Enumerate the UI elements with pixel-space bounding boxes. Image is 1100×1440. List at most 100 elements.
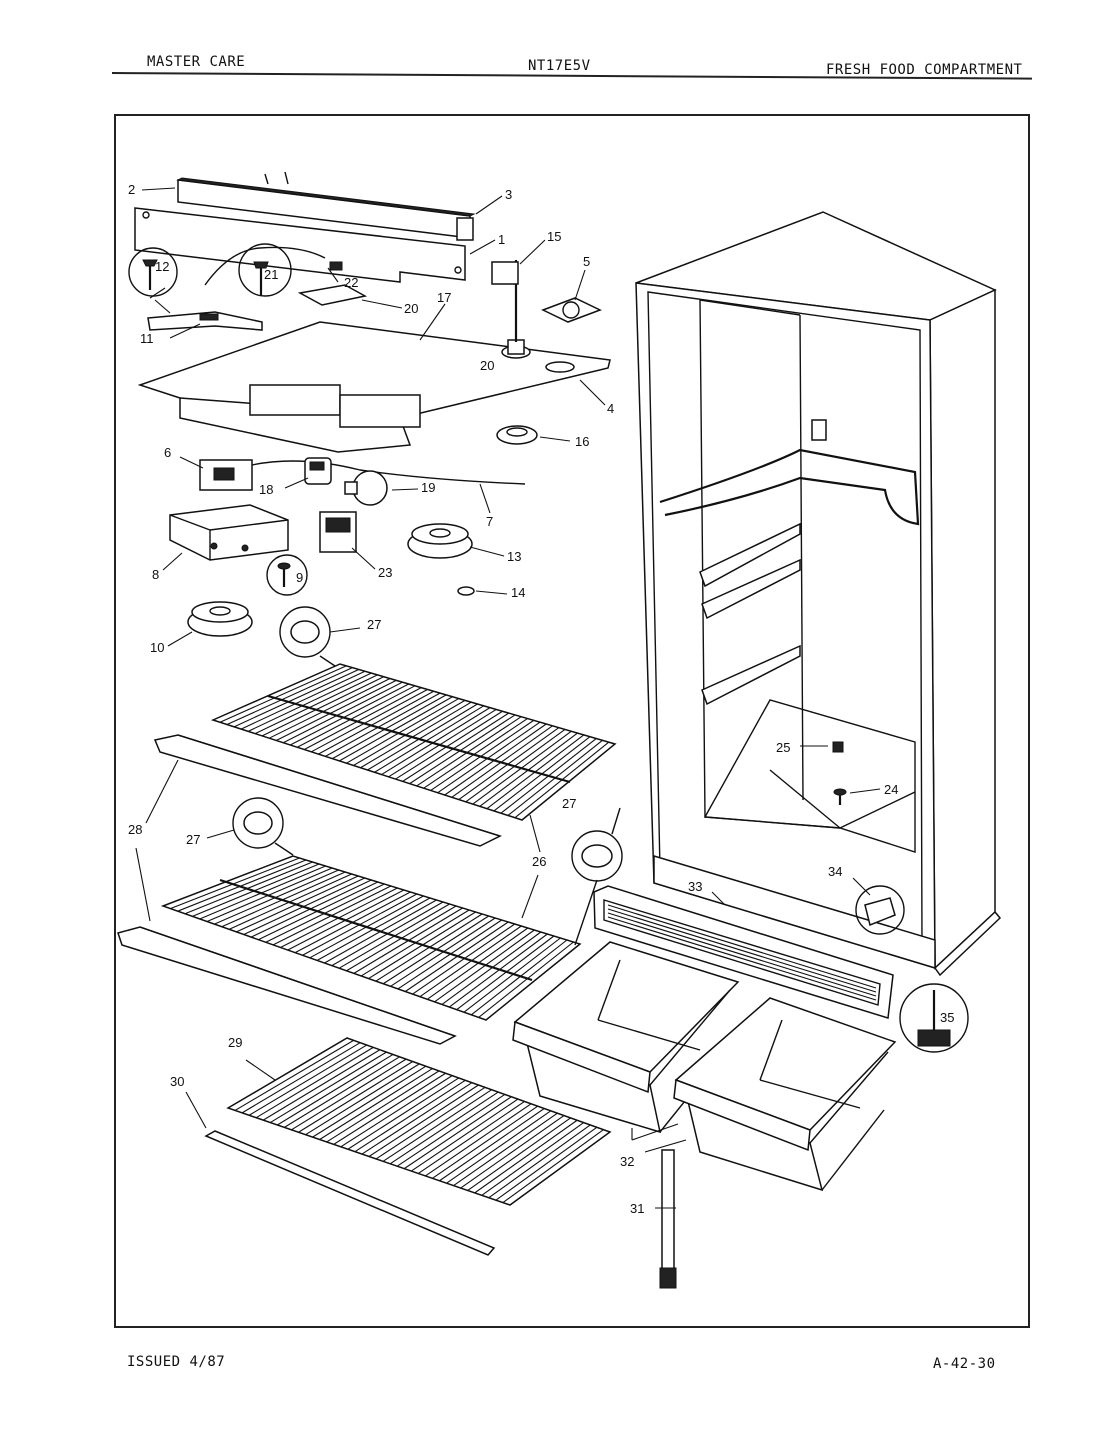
detail-circle-leveling-leg-part-35 — [899, 983, 969, 1053]
grille-slot — [607, 916, 877, 1001]
crisper-cover-glass-shelf — [226, 1037, 612, 1206]
cover-rib — [305, 1063, 420, 1136]
shelf-wire — [268, 678, 391, 739]
clip-part-25 — [832, 741, 844, 753]
callout-35: 35 — [940, 1010, 954, 1025]
callout-21: 21 — [264, 267, 278, 282]
callout-18: 18 — [259, 482, 273, 497]
callout-22: 22 — [344, 275, 358, 290]
shelf-wire — [441, 931, 542, 1005]
knob-part-16 — [496, 425, 538, 445]
shelf-wire — [325, 692, 441, 757]
callout-3: 3 — [505, 187, 512, 202]
callout-11: 11 — [140, 331, 154, 346]
detail-circle-screw-21 — [238, 243, 292, 297]
callout-30: 30 — [170, 1074, 184, 1089]
shelf-wire — [233, 668, 359, 728]
callout-leaders — [135, 187, 881, 1209]
bracket-box-part-8 — [169, 504, 289, 561]
shelf-wire — [247, 672, 372, 732]
shelf-wire — [170, 857, 300, 910]
cover-rib — [439, 1108, 545, 1182]
cover-rib — [248, 1044, 368, 1116]
callout-numbers: 2 3 1 15 5 12 21 22 20 17 20 11 4 16 6 1… — [128, 182, 954, 1216]
switch-part-23 — [319, 511, 357, 553]
callout-15: 15 — [547, 229, 561, 244]
grille-slot — [607, 912, 877, 997]
shelf-wire — [339, 696, 453, 762]
callout-10: 10 — [150, 640, 164, 655]
cover-rib — [361, 1082, 473, 1155]
crisper-pan-left — [512, 941, 740, 1134]
cover-rib — [347, 1077, 460, 1150]
crisper-divider-part-31 — [659, 1149, 677, 1289]
cover-rib — [389, 1091, 499, 1165]
footer-issued-date: ISSUED 4/87 — [127, 1354, 226, 1370]
shelf-wire — [240, 670, 366, 730]
cover-rib — [270, 1051, 387, 1124]
cover-rib — [333, 1072, 446, 1145]
shelf-wire — [434, 929, 535, 1003]
control-panel-assembly — [137, 260, 611, 453]
cover-rib — [375, 1086, 486, 1160]
callout-2: 2 — [128, 182, 135, 197]
cover-rib — [255, 1046, 374, 1119]
shelf-wire — [254, 674, 378, 735]
callout-12: 12 — [155, 259, 169, 274]
grille-slot — [607, 904, 877, 989]
callout-31: 31 — [630, 1201, 644, 1216]
shelf-wire — [395, 710, 503, 780]
callout-9: 9 — [296, 570, 303, 585]
callout-4: 4 — [607, 401, 614, 416]
callout-6: 6 — [164, 445, 171, 460]
shelf-wire — [423, 718, 528, 789]
plate-part-20 — [297, 284, 368, 306]
cover-rib — [481, 1122, 585, 1196]
shelf-wire — [346, 698, 460, 764]
screw-part-24 — [833, 788, 847, 805]
fan-part-5 — [541, 297, 602, 323]
callout-34: 34 — [828, 864, 842, 879]
callout-29: 29 — [228, 1035, 242, 1050]
cover-rib — [410, 1098, 519, 1172]
shelf-wire — [184, 861, 313, 915]
detail-circle-shelf-support-27-mid — [232, 797, 294, 856]
callout-27-mid: 27 — [186, 832, 200, 847]
cover-rib — [368, 1084, 479, 1157]
callout-25: 25 — [776, 740, 790, 755]
detail-circle-hinge-part-34 — [855, 885, 905, 935]
grille-slot — [607, 908, 877, 993]
cover-rib — [277, 1053, 394, 1126]
shelf-wire — [456, 935, 555, 1011]
shelf-wire — [430, 719, 535, 791]
cover-rib — [312, 1065, 427, 1138]
detail-circle-shelf-support-27-top — [279, 606, 339, 669]
thermostat-part-6 — [199, 459, 526, 491]
crisper-pan-right — [673, 997, 897, 1192]
control-housing-bar — [134, 171, 476, 283]
middle-wire-shelf — [160, 855, 582, 1021]
shelf-wire — [381, 707, 491, 776]
cover-rib — [467, 1117, 571, 1191]
cover-rib — [495, 1126, 598, 1201]
shelf-wire — [374, 705, 485, 773]
callout-14: 14 — [511, 585, 525, 600]
header-model-number: NT17E5V — [528, 58, 591, 74]
callout-13: 13 — [507, 549, 521, 564]
shelf-wire — [448, 933, 548, 1008]
callout-20: 20 — [404, 301, 418, 316]
middle-shelf-trim — [117, 926, 457, 1045]
callout-33: 33 — [688, 879, 702, 894]
cover-rib — [432, 1105, 538, 1179]
cover-rib — [382, 1089, 492, 1162]
shelf-wire — [199, 865, 326, 920]
cover-rib — [488, 1124, 591, 1199]
washer-part-14 — [457, 586, 475, 596]
shelf-wire — [275, 679, 397, 741]
callout-27-top: 27 — [367, 617, 381, 632]
cover-rib — [354, 1079, 466, 1153]
shelf-wire — [416, 716, 522, 787]
upper-wire-shelf — [210, 663, 617, 821]
callout-24: 24 — [884, 782, 898, 797]
